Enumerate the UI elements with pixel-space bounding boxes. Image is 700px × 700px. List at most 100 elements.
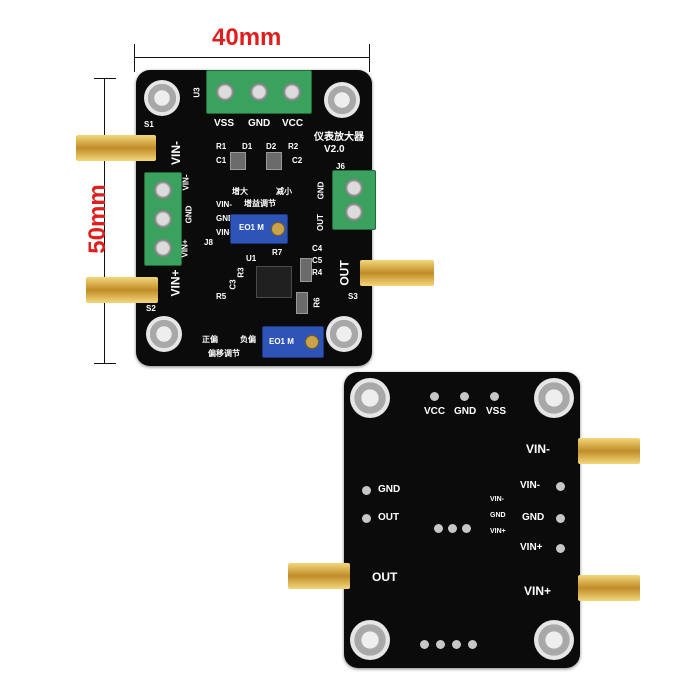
screw-icon (345, 179, 363, 197)
mount-hole-top-right (324, 82, 360, 118)
offset-potentiometer[interactable]: EO1 M (262, 326, 324, 358)
pad-right-vin-plus (556, 544, 565, 553)
mount-hole-bottom-right (326, 316, 362, 352)
board-version: V2.0 (324, 144, 345, 155)
designator-j6: J6 (336, 162, 345, 171)
mount-hole-top-left (144, 80, 180, 116)
pad-left-gnd (362, 486, 371, 495)
screw-icon (283, 83, 301, 101)
sma-connector-back-out[interactable] (288, 563, 350, 589)
left-screw-terminal (144, 172, 182, 266)
back-right-vin-plus: VIN+ (520, 542, 543, 553)
front-pcb: U3 VSS GND VCC 仪表放大器 V2.0 R1 D1 D2 R2 C1… (136, 70, 376, 366)
connector-s1-label: S1 (144, 120, 154, 129)
right-screw-terminal (332, 170, 376, 230)
designator-r1: R1 (216, 142, 227, 151)
pad-vss (490, 392, 499, 401)
screw-icon (154, 181, 172, 199)
designator-d2: D2 (266, 142, 277, 151)
capacitor-c2 (266, 152, 282, 170)
sma-connector-out[interactable] (360, 260, 434, 286)
pad-vcc (430, 392, 439, 401)
ic-u1 (256, 266, 292, 298)
pot-screw-icon[interactable] (271, 222, 285, 236)
pot-code: EO1 M (239, 223, 264, 232)
connector-s3-label: S3 (348, 292, 358, 301)
height-dimension-line (104, 78, 105, 364)
sma-connector-vin-plus[interactable] (86, 277, 158, 303)
back-right-gnd: GND (522, 512, 545, 523)
screw-icon (154, 239, 172, 257)
offset-positive-label: 正偏 (202, 335, 218, 344)
connector-vin-minus-label: VIN- (169, 141, 183, 165)
gain-decrease-label: 减小 (276, 187, 292, 196)
top-label-gnd: GND (248, 118, 271, 129)
pad-bottom (436, 640, 445, 649)
mount-hole-bottom-left (146, 316, 182, 352)
back-left-out: OUT (378, 512, 400, 523)
designator-r6: R6 (312, 297, 322, 308)
left-label-vin-plus: VIN+ (180, 239, 190, 258)
pot-code: EO1 M (269, 337, 294, 346)
pad-right-gnd (556, 514, 565, 523)
designator-c1: C1 (216, 156, 227, 165)
screw-icon (345, 203, 363, 221)
gain-increase-label: 增大 (232, 187, 248, 196)
width-dimension-label: 40mm (212, 24, 282, 51)
pad-bottom (468, 640, 477, 649)
pot-screw-icon[interactable] (305, 335, 319, 349)
back-out-connector-label: OUT (372, 570, 398, 584)
gain-adjust-label: 增益调节 (244, 199, 276, 208)
pad-right-vin-minus (556, 482, 565, 491)
connector-out-label: OUT (337, 260, 352, 286)
pad-bottom (420, 640, 429, 649)
back-header-vss: VSS (486, 406, 507, 417)
top-label-vss: VSS (214, 118, 235, 129)
back-small-vin-minus: VIN- (490, 496, 504, 503)
back-vin-plus-connector-label: VIN+ (524, 584, 552, 598)
back-small-gnd: GND (490, 512, 506, 519)
resistor-r6 (296, 292, 308, 314)
sma-connector-back-vin-minus[interactable] (578, 438, 640, 464)
back-header-gnd: GND (454, 406, 477, 417)
width-dimension-tick-right (369, 44, 370, 72)
right-label-gnd: GND (316, 181, 326, 200)
pad-left-out (362, 514, 371, 523)
offset-negative-label: 负偏 (240, 335, 256, 344)
designator-c3: C3 (228, 279, 238, 290)
back-header-vcc: VCC (424, 406, 446, 417)
height-dimension-tick-bottom (94, 363, 116, 364)
connector-vin-plus-label: VIN+ (168, 269, 183, 297)
pin-label-vin-minus: VIN- (216, 200, 232, 209)
screw-icon (154, 210, 172, 228)
right-label-out: OUT (315, 214, 325, 231)
top-screw-terminal (206, 70, 312, 114)
capacitor-c1 (230, 152, 246, 170)
sma-connector-vin-minus[interactable] (76, 135, 156, 161)
board-title: 仪表放大器 (314, 132, 364, 143)
left-label-vin-minus: VIN- (181, 174, 191, 191)
sma-connector-back-vin-plus[interactable] (578, 575, 640, 601)
pad-bottom (452, 640, 461, 649)
mount-hole-bottom-left (350, 620, 390, 660)
resistor-r4 (300, 258, 312, 282)
designator-r4: R4 (312, 268, 323, 277)
designator-u3: U3 (192, 87, 202, 98)
mount-hole-bottom-right (534, 620, 574, 660)
back-left-gnd: GND (378, 484, 401, 495)
designator-c4: C4 (312, 244, 323, 253)
designator-r2: R2 (288, 142, 299, 151)
mount-hole-top-right (534, 378, 574, 418)
designator-d1: D1 (242, 142, 253, 151)
width-dimension-line (134, 57, 370, 58)
back-right-vin-minus: VIN- (520, 480, 540, 491)
designator-r7: R7 (272, 248, 283, 257)
left-label-gnd: GND (184, 205, 194, 224)
pin-label-gnd: GND (216, 214, 234, 223)
designator-r5: R5 (216, 292, 227, 301)
height-dimension-label: 50mm (84, 184, 111, 254)
height-dimension-tick-top (94, 78, 116, 79)
back-vin-minus-connector-label: VIN- (526, 442, 550, 456)
gain-potentiometer[interactable]: EO1 M (230, 214, 288, 244)
designator-r3: R3 (236, 267, 246, 278)
